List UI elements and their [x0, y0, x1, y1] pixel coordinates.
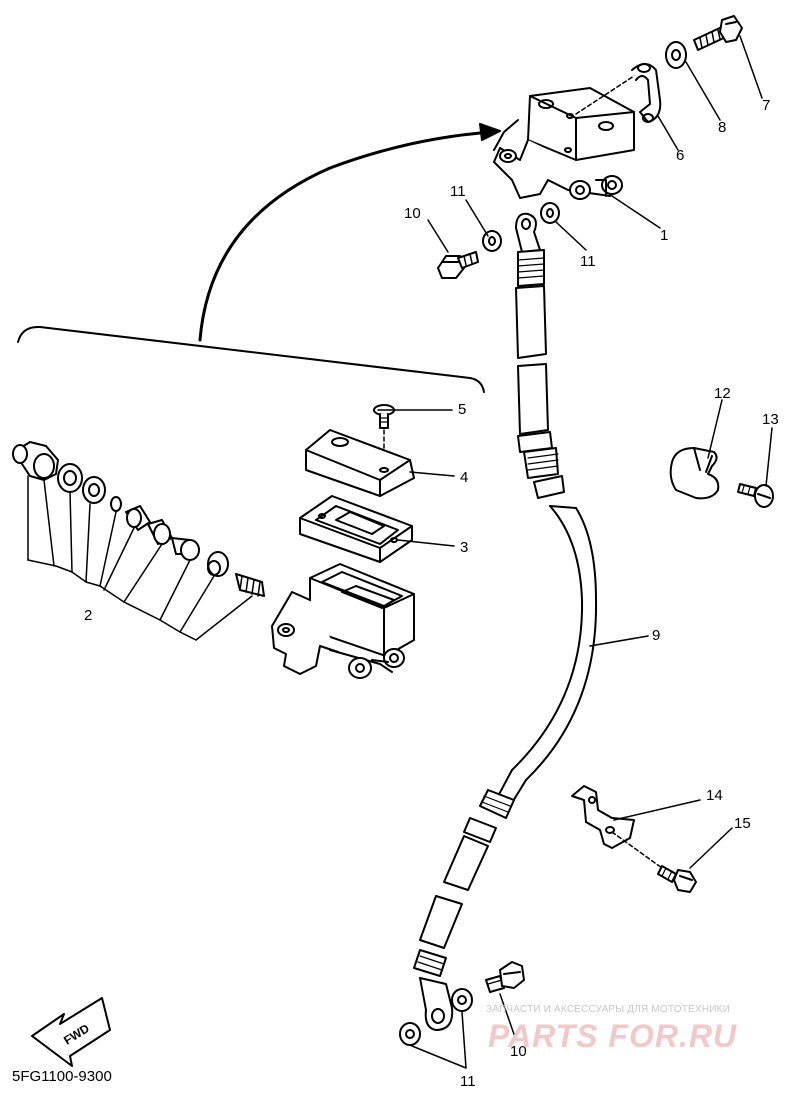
diagram-part-code: 5FG1100-9300 [12, 1068, 112, 1085]
washer-8 [665, 41, 687, 69]
callout-11-top-right: 11 [580, 253, 596, 270]
master-cylinder-assembled [493, 71, 641, 200]
master-cylinder-body [271, 563, 415, 679]
banjo-bolt-10-bottom [485, 961, 525, 993]
screw-15 [657, 865, 697, 893]
diaphragm-3 [299, 495, 413, 563]
callout-leaders [389, 35, 773, 1069]
callout-6: 6 [676, 147, 684, 164]
callout-12: 12 [714, 385, 731, 402]
copper-washer-11-top-left [482, 230, 502, 252]
callout-2: 2 [84, 607, 92, 624]
callout-4: 4 [460, 469, 468, 486]
watermark-tagline: ЗАПЧАСТИ И АКСЕССУАРЫ ДЛЯ МОТОТЕХНИКИ [486, 1004, 731, 1015]
assembly-bracket [17, 123, 501, 393]
hose-bracket-14 [571, 785, 663, 869]
copper-washer-11-bottom-right [451, 988, 473, 1012]
bolt-7 [693, 15, 743, 51]
screw-13 [737, 483, 774, 508]
callout-1: 1 [660, 227, 668, 244]
callout-7: 7 [762, 97, 770, 114]
callout-5: 5 [458, 401, 466, 418]
callout-numbers: 1 2 3 4 5 6 7 8 9 10 10 11 11 11 12 13 1… [84, 97, 779, 1090]
callout-8: 8 [718, 119, 726, 136]
lever-holder-clamp [631, 63, 662, 123]
reservoir-cap-4 [305, 429, 415, 497]
callout-9: 9 [652, 627, 660, 644]
brake-hose [413, 212, 598, 1031]
callout-14: 14 [706, 787, 723, 804]
callout-3: 3 [460, 539, 468, 556]
master-cylinder-kit-2 [12, 441, 265, 641]
copper-washer-11-bottom-left [399, 1022, 421, 1046]
banjo-bolt-10-top [437, 251, 479, 279]
callout-11-top-left: 11 [450, 183, 466, 200]
fwd-arrow-icon: FWD [31, 997, 111, 1067]
callout-15: 15 [734, 815, 751, 832]
callout-13: 13 [762, 411, 779, 428]
callout-10-bottom: 10 [510, 1043, 527, 1060]
callout-11-bottom: 11 [460, 1073, 476, 1090]
callout-10-top: 10 [404, 205, 421, 222]
watermark-logo: PARTS FOR.RU [488, 1018, 738, 1054]
hose-guide-12 [669, 447, 720, 500]
copper-washer-11-top-right [540, 202, 560, 224]
